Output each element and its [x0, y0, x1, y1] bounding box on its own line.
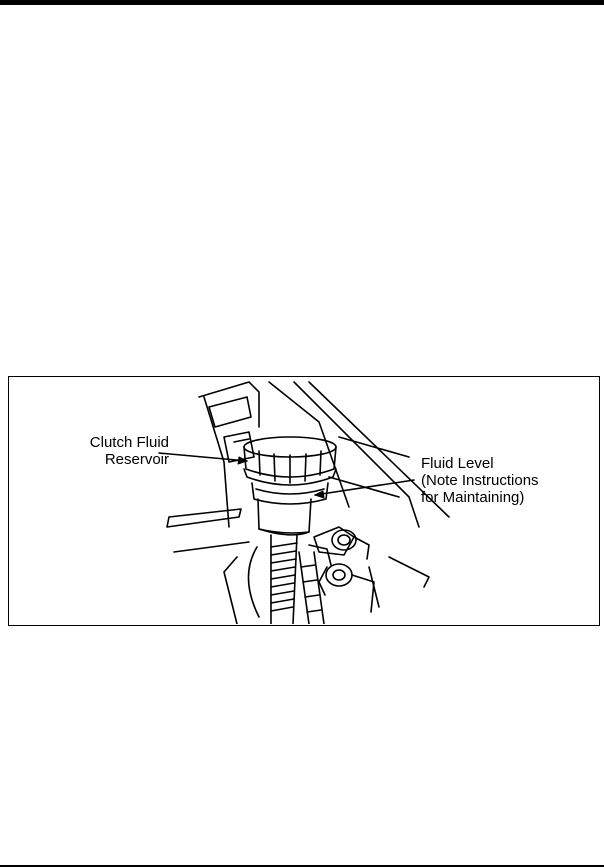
- top-rule: [0, 0, 604, 5]
- reservoir-label-line-1: Clutch Fluid: [89, 434, 169, 451]
- clutch-fluid-reservoir-illustration: [158, 381, 450, 624]
- fluid-level-label-line-2: (Note Instructions: [421, 472, 539, 489]
- figure-frame: Clutch Fluid Reservoir Fluid Level (Note…: [8, 376, 600, 626]
- bottom-rule: [0, 865, 604, 867]
- reservoir-label-line-2: Reservoir: [104, 451, 169, 468]
- fluid-level-label: Fluid Level (Note Instructions for Maint…: [421, 455, 539, 506]
- fluid-level-label-line-3: for Maintaining): [421, 489, 525, 506]
- reservoir-label: Clutch Fluid Reservoir: [47, 434, 169, 468]
- fluid-level-label-line-1: Fluid Level: [421, 455, 494, 472]
